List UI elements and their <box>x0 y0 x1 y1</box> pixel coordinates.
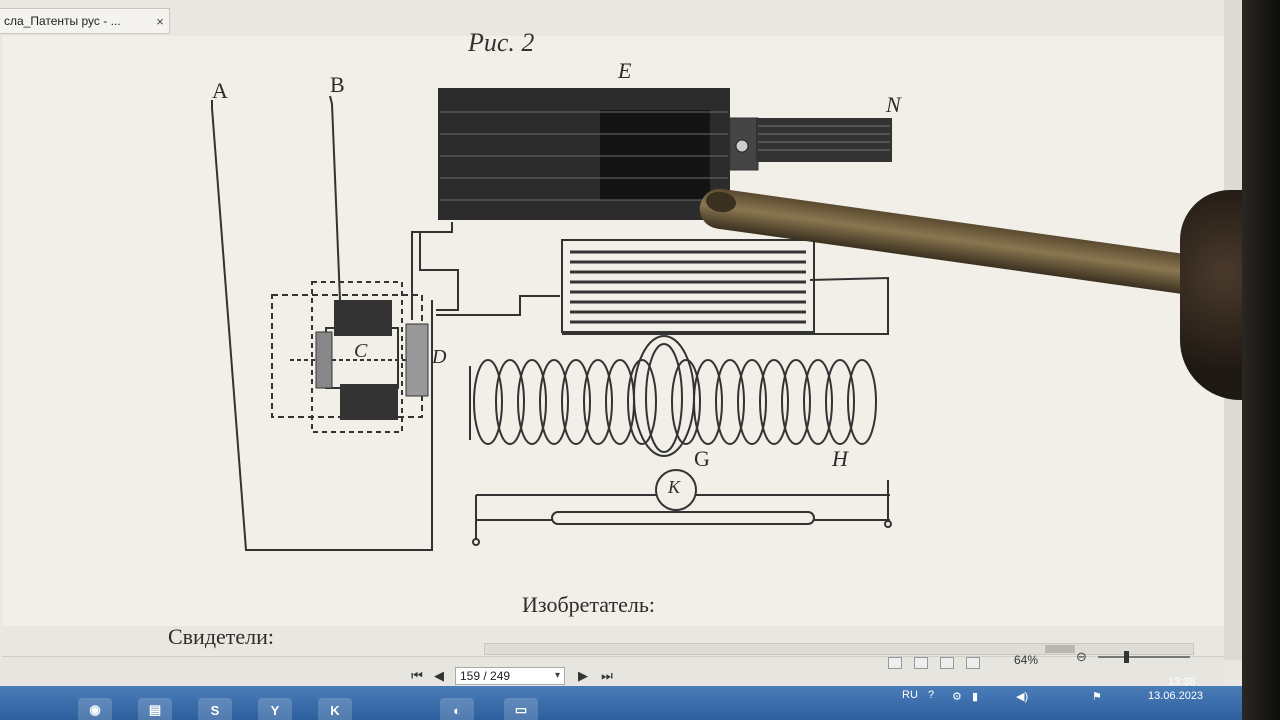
single-page-view-icon[interactable] <box>888 657 902 669</box>
figure-caption: Рис. 2 <box>468 28 535 57</box>
network-icon[interactable]: ▮ <box>972 691 979 703</box>
horizontal-scrollbar[interactable] <box>484 643 1194 655</box>
witnesses-label: Свидетели: <box>168 624 275 649</box>
motor-c <box>290 300 429 420</box>
flag-icon[interactable]: ⚑ <box>1092 691 1102 703</box>
zoom-out-icon[interactable]: ⊖ <box>1076 649 1087 664</box>
tab-title: сла_Патенты рус - ... <box>4 14 121 28</box>
coil-gh <box>473 335 877 457</box>
lamp-k <box>551 469 815 525</box>
folder-icon[interactable]: ▤ <box>138 698 172 720</box>
skype-icon[interactable]: S <box>198 698 232 720</box>
monitor-screen: сла_Патенты рус - ... × Рис. 2 <box>0 0 1242 720</box>
prev-page-button[interactable]: ◀ <box>434 668 444 683</box>
label-d: D <box>432 346 447 368</box>
scrollbar-thumb[interactable] <box>1045 645 1075 653</box>
label-g: G <box>694 446 710 471</box>
zoom-slider-track[interactable] <box>1098 656 1190 658</box>
chrome-icon[interactable]: ◉ <box>78 698 112 720</box>
facing-view-icon[interactable] <box>940 657 954 669</box>
zoom-level[interactable]: 64% <box>1014 653 1039 667</box>
zoom-slider-thumb[interactable] <box>1124 651 1129 663</box>
hand <box>1180 190 1242 400</box>
label-e: E <box>618 58 632 83</box>
tray-icon-1[interactable]: ⚙ <box>952 691 962 703</box>
chevron-down-icon[interactable]: ▾ <box>554 670 560 681</box>
app-icon[interactable]: K <box>318 698 352 720</box>
first-page-button[interactable]: ⏮ <box>411 668 423 683</box>
taskbar <box>0 686 1242 720</box>
facing-continuous-view-icon[interactable] <box>966 657 980 669</box>
core-n <box>756 118 892 162</box>
inventor-label: Изобретатель: <box>522 592 655 617</box>
label-n: N <box>886 92 901 117</box>
continuous-view-icon[interactable] <box>914 657 928 669</box>
close-icon[interactable]: × <box>156 13 164 29</box>
clock-date[interactable]: 13.06.2023 <box>1148 690 1204 702</box>
label-c: C <box>354 340 368 362</box>
monitor-bezel <box>1242 0 1280 720</box>
capacitor-l <box>561 239 815 333</box>
coil-e <box>438 88 759 220</box>
next-page-button[interactable]: ▶ <box>578 668 588 683</box>
document-tab[interactable]: сла_Патенты рус - ... × <box>0 8 170 34</box>
page-number-input[interactable]: 159 / 249 ▾ <box>455 667 565 685</box>
document-icon[interactable]: ▭ <box>504 698 538 720</box>
help-icon[interactable]: ? <box>928 689 935 701</box>
label-a: A <box>212 78 228 103</box>
label-h: H <box>832 446 848 471</box>
wire-a <box>211 100 433 551</box>
last-page-button[interactable]: ⏭ <box>601 668 613 683</box>
label-k: K <box>668 477 681 497</box>
patent-schematic <box>211 88 892 551</box>
page-indicator: 159 / 249 <box>460 669 511 683</box>
label-b: B <box>330 72 345 97</box>
clock-time[interactable]: 13:38 <box>1168 676 1196 688</box>
yandex-icon[interactable]: Y <box>258 698 292 720</box>
media-icon[interactable]: ◐ <box>440 698 474 720</box>
wire-b <box>329 95 341 301</box>
language-indicator[interactable]: RU <box>902 689 918 701</box>
volume-icon[interactable]: ◀) <box>1016 691 1029 703</box>
pdf-toolbar <box>2 656 1224 686</box>
